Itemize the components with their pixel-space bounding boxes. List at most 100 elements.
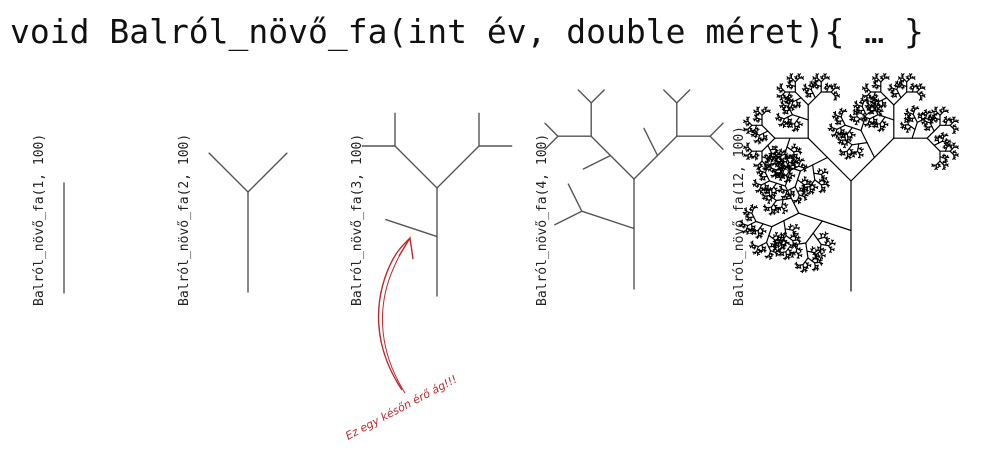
tree-branch [798, 156, 801, 160]
tree-branch [861, 154, 864, 157]
tree-branch [761, 137, 776, 152]
tree-branch [931, 109, 934, 112]
tree-branch [789, 120, 792, 123]
tree-branch [913, 77, 916, 80]
tree-branch [937, 165, 940, 168]
tree-branch [861, 94, 865, 97]
tree-branch [788, 97, 790, 100]
tree-branch [952, 157, 955, 160]
tree-branch [777, 235, 780, 238]
tree-branch [753, 163, 756, 166]
tree-branch [909, 119, 912, 122]
tree-branch [766, 185, 769, 188]
tree-branch [743, 153, 746, 156]
tree-branch [805, 242, 809, 259]
tree-branch [787, 178, 791, 181]
tree-branch [792, 235, 796, 238]
tree-branch [798, 266, 801, 269]
tree-branch [789, 176, 792, 179]
tree-branch [807, 94, 810, 97]
tree-branch [944, 160, 947, 163]
tree-branch [805, 188, 808, 191]
tree-branch [745, 118, 749, 121]
tree-branch [774, 204, 778, 207]
tree-branch [849, 115, 853, 118]
tree-branch [902, 73, 905, 76]
tree-branch [782, 170, 785, 173]
tree-branch [864, 87, 866, 91]
tree-branch [850, 149, 854, 151]
tree-branch [860, 117, 864, 120]
tree-branch [750, 229, 754, 232]
tree-branch [778, 87, 781, 91]
tree-branch [755, 189, 758, 192]
tree-branch [871, 112, 874, 115]
tree-branch [953, 142, 956, 145]
tree-branch [883, 121, 887, 124]
tree-branch [777, 175, 780, 178]
tree-branch [860, 129, 876, 159]
tree-branch [763, 108, 767, 111]
tree-branch [834, 83, 837, 86]
tree-branch [761, 177, 764, 180]
tree-branch [774, 192, 777, 194]
tree-branch [838, 139, 841, 141]
tree-branch [779, 174, 782, 176]
tree-branch [755, 164, 758, 168]
tree-branch [933, 110, 936, 114]
tree-branch [830, 134, 834, 136]
tree-branch [749, 219, 752, 221]
tree-branch [926, 124, 941, 139]
tree-branch [916, 107, 920, 110]
tree-branch [812, 188, 815, 191]
tree-branch [787, 122, 790, 125]
tree-branch [797, 265, 800, 268]
tree-branch [770, 174, 774, 177]
tree-branch [912, 104, 915, 108]
tree-branch [830, 123, 833, 126]
tree-branch [774, 207, 777, 210]
tree-branch [796, 237, 799, 240]
tree-branch [786, 102, 789, 105]
tree-branch [809, 264, 812, 268]
tree-branch [773, 151, 776, 155]
tree-branch [780, 118, 783, 121]
tree-branch [858, 151, 862, 154]
tree-branch [766, 209, 770, 211]
tree-branch [789, 252, 792, 255]
tree-branch [762, 194, 765, 197]
tree-branch [765, 198, 768, 201]
tree-branch [763, 196, 766, 199]
tree-branch [763, 248, 766, 251]
tree-branch [807, 91, 822, 106]
tree-branch [761, 124, 776, 139]
tree-branch [923, 114, 926, 117]
tree-branch [884, 102, 887, 105]
tree-branch [869, 120, 872, 123]
tree-branch [947, 144, 950, 148]
tree-branch [814, 255, 817, 258]
tree-branch [780, 83, 784, 86]
tree-branch [956, 146, 959, 149]
tree-branch [791, 114, 809, 121]
tree-branch [945, 134, 949, 137]
tree-branch [813, 268, 816, 271]
tree-branch [801, 193, 804, 196]
tree-branch [887, 77, 890, 80]
tree-branch [768, 188, 771, 191]
tree-branch [943, 106, 946, 109]
tree-branch [765, 226, 773, 244]
tree-branch [796, 256, 799, 259]
tree-branch [852, 155, 855, 158]
tree-branch [766, 163, 769, 166]
tree-branch [935, 106, 938, 109]
tree-branch [776, 244, 779, 247]
tree-branch [792, 175, 796, 178]
tree-branch [812, 184, 816, 186]
tree-branch [911, 110, 914, 113]
tree-branch [876, 73, 879, 76]
tree-branch [764, 154, 767, 158]
tree-branch [906, 75, 909, 78]
tree-branch [800, 123, 803, 127]
